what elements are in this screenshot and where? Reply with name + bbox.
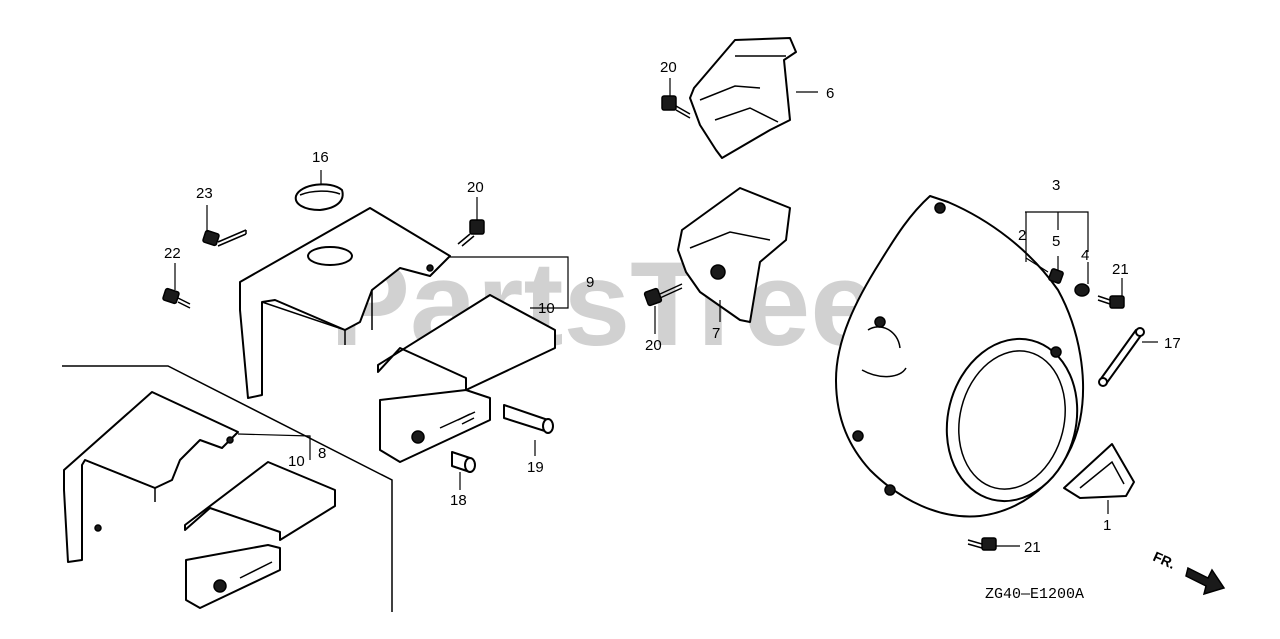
part-6-air-guide[interactable] — [689, 37, 797, 159]
part-8-shroud[interactable] — [63, 391, 239, 563]
part-10-lower-cover[interactable] — [184, 461, 336, 609]
part-7-guide[interactable] — [677, 187, 791, 323]
part-21-bolt-right[interactable] — [1097, 295, 1125, 309]
part-10-upper-cover[interactable] — [377, 294, 556, 463]
callout-20-middle: 20 — [645, 337, 662, 354]
callout-9: 9 — [586, 274, 594, 291]
callout-23: 23 — [196, 185, 213, 202]
callout-21-lower: 21 — [1024, 539, 1041, 556]
callout-2: 2 — [1018, 227, 1026, 244]
part-19-collar[interactable] — [503, 404, 554, 434]
inset-boundary-line — [62, 365, 393, 612]
part-16-rubber-plug[interactable] — [294, 183, 344, 211]
callout-3: 3 — [1052, 177, 1060, 194]
part-5-nut[interactable] — [1048, 268, 1064, 284]
callout-21-right: 21 — [1112, 261, 1129, 278]
front-direction-indicator: FR. — [1151, 548, 1226, 596]
callout-6: 6 — [826, 85, 834, 102]
part-18-collar[interactable] — [451, 451, 476, 473]
callout-19: 19 — [527, 459, 544, 476]
part-21-bolt-lower[interactable] — [967, 537, 997, 551]
callout-5: 5 — [1052, 233, 1060, 250]
part-1-bracket[interactable] — [1063, 443, 1135, 499]
callout-22: 22 — [164, 245, 181, 262]
part-2-fan-cover[interactable] — [835, 195, 1094, 518]
part-20-bolt-middle[interactable] — [643, 283, 683, 307]
callout-4: 4 — [1081, 247, 1089, 264]
part-22-bolt[interactable] — [162, 287, 191, 309]
front-label: FR. — [1151, 548, 1178, 572]
callout-18: 18 — [450, 492, 467, 509]
diagram-code: ZG40—E1200A — [985, 586, 1084, 603]
part-23-bolt[interactable] — [202, 229, 247, 247]
callout-20-top: 20 — [660, 59, 677, 76]
callout-8: 8 — [318, 445, 326, 462]
arrow-icon — [1185, 566, 1226, 596]
callout-17: 17 — [1164, 335, 1181, 352]
callout-10-upper: 10 — [538, 300, 555, 317]
callout-10-lower: 10 — [288, 453, 305, 470]
callout-16: 16 — [312, 149, 329, 166]
part-20-bolt-upper[interactable] — [457, 219, 485, 247]
callout-7: 7 — [712, 325, 720, 342]
part-17-tube-strap[interactable] — [1098, 327, 1145, 387]
callout-1: 1 — [1103, 517, 1111, 534]
part-20-bolt-top[interactable] — [661, 95, 691, 119]
part-9-shroud[interactable] — [239, 207, 451, 399]
leader-lines — [174, 78, 1158, 547]
part-4-washer[interactable] — [1074, 283, 1090, 297]
callout-20-upper: 20 — [467, 179, 484, 196]
